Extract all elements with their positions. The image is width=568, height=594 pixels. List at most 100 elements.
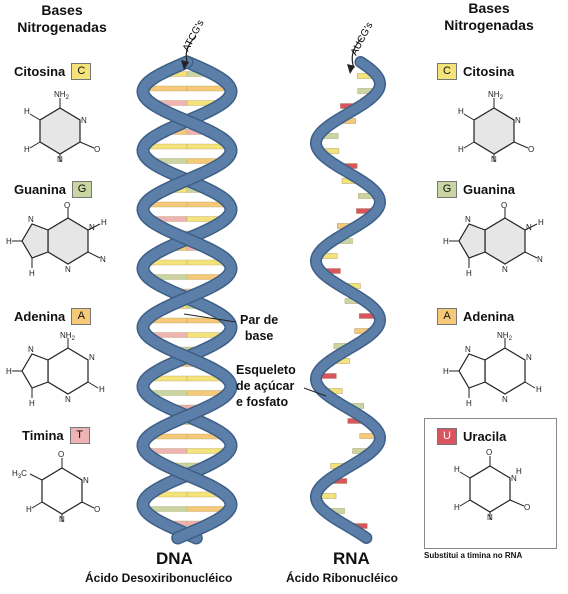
atom-h: H — [443, 237, 449, 246]
atom-h: H — [24, 145, 30, 154]
atom-n: N — [28, 215, 34, 224]
atom-n: N — [57, 155, 63, 164]
base-name: Adenina — [14, 309, 66, 324]
rna-title: RNA — [333, 549, 370, 568]
atom-h: H — [458, 145, 464, 154]
thymine-structure-left: O H3C N O N H — [12, 450, 100, 524]
rna-strand — [311, 57, 385, 543]
base-pair-line1: Par de — [240, 313, 279, 327]
atom-h3c: H3C — [12, 469, 27, 480]
atom-n: N — [487, 513, 493, 522]
purine-five-ring — [458, 353, 486, 389]
atom-nh2: NH2 — [488, 90, 504, 101]
atom-h: H — [99, 385, 105, 394]
dna-top-label: ATCG's — [181, 18, 207, 53]
uracil-structure: O N H O N H H — [454, 448, 530, 522]
atom-h: H — [6, 367, 12, 376]
atom-h: H — [443, 367, 449, 376]
base-letter-badge: T — [69, 427, 90, 444]
uracil-box — [424, 418, 557, 549]
atom-h: H — [458, 107, 464, 116]
atom-h: H — [29, 269, 35, 278]
rna-top-label: AUCG's — [349, 21, 376, 58]
base-pair-line2: base — [244, 329, 274, 343]
right-base-guanine: G Guanina — [437, 181, 515, 198]
atom-o: O — [94, 145, 100, 154]
left-base-guanine: Guanina G — [14, 181, 93, 198]
atom-o: O — [486, 448, 492, 457]
backbone-line2: de açúcar — [236, 379, 295, 393]
atom-n: N — [59, 515, 65, 524]
dna-backbone — [136, 55, 238, 545]
left-base-adenine: Adenina A — [14, 308, 92, 325]
dna-title: DNA — [156, 549, 193, 568]
atom-nh2: NH2 — [60, 331, 76, 342]
purine-five-ring — [458, 223, 486, 259]
atom-n: N — [537, 255, 543, 264]
left-header: Bases Nitrogenadas — [0, 2, 124, 36]
atom-n: N — [81, 116, 87, 125]
atom-h: H — [29, 399, 35, 408]
atom-o: O — [64, 201, 70, 210]
atom-o: O — [524, 503, 530, 512]
backbone-line1: Esqueleto — [236, 363, 296, 377]
atom-n: N — [526, 353, 532, 362]
atom-h: H — [26, 505, 32, 514]
atom-h: H — [101, 218, 107, 227]
base-name: Uracila — [463, 429, 507, 444]
guanine-structure-left: O N H N N H H N — [6, 201, 107, 278]
atom-h: H — [454, 503, 460, 512]
cytosine-structure-right: NH2 N O N H H — [458, 90, 534, 164]
atom-h: H — [538, 218, 544, 227]
atom-n: N — [28, 345, 34, 354]
atom-h: H — [454, 465, 460, 474]
atom-h: H — [6, 237, 12, 246]
adenine-structure-right: NH2 N H N H H N — [443, 331, 542, 408]
atom-o: O — [501, 201, 507, 210]
atom-n: N — [515, 116, 521, 125]
base-pair-label: Par de base — [240, 312, 278, 344]
atom-h: H — [536, 385, 542, 394]
base-name: Timina — [22, 428, 64, 443]
rna-subtitle: Ácido Ribonucléico — [286, 571, 399, 585]
guanine-structure-right: O N H N N H H N — [443, 201, 544, 278]
atom-n: N — [502, 395, 508, 404]
right-base-cytosine: C Citosina — [437, 63, 514, 80]
adenine-structure-left: NH2 N H N H H N — [6, 331, 105, 408]
base-name: Guanina — [14, 182, 67, 197]
atom-n: N — [465, 215, 471, 224]
atom-n: N — [89, 223, 95, 232]
backbone-pointer — [303, 387, 327, 397]
right-base-adenine: A Adenina — [437, 308, 514, 325]
backbone-line3: e fosfato — [236, 395, 289, 409]
right-header-line1: Bases — [468, 0, 510, 16]
atom-nh2: NH2 — [497, 331, 513, 342]
atom-n: N — [83, 476, 89, 485]
base-name: Citosina — [14, 64, 66, 79]
atom-o: O — [528, 145, 534, 154]
rna-arrowhead — [347, 64, 355, 74]
atom-h: H — [466, 399, 472, 408]
base-name: Citosina — [463, 64, 515, 79]
dna-subtitle: Ácido Desoxiribonucléico — [85, 571, 233, 585]
left-base-thymine: Timina T — [22, 427, 90, 444]
base-pair-pointer — [183, 313, 237, 323]
atom-h: H — [516, 467, 522, 476]
atom-n: N — [100, 255, 106, 264]
atom-nh2: NH2 — [54, 90, 70, 101]
dna-strand-2 — [137, 57, 237, 543]
atom-n: N — [89, 353, 95, 362]
atom-h: H — [466, 269, 472, 278]
right-header-line2: Nitrogenadas — [444, 17, 534, 33]
base-letter-badge: G — [72, 181, 93, 198]
base-name: Adenina — [463, 309, 515, 324]
atom-o: O — [94, 505, 100, 514]
base-name: Guanina — [463, 182, 516, 197]
atom-n: N — [526, 223, 532, 232]
left-header-line2: Nitrogenadas — [17, 19, 107, 35]
rna-top-arrow — [351, 37, 363, 69]
right-header: Bases Nitrogenadas — [426, 0, 552, 34]
cytosine-structure-left: NH2 N O N H H — [24, 90, 100, 164]
base-letter-badge: G — [437, 181, 457, 198]
